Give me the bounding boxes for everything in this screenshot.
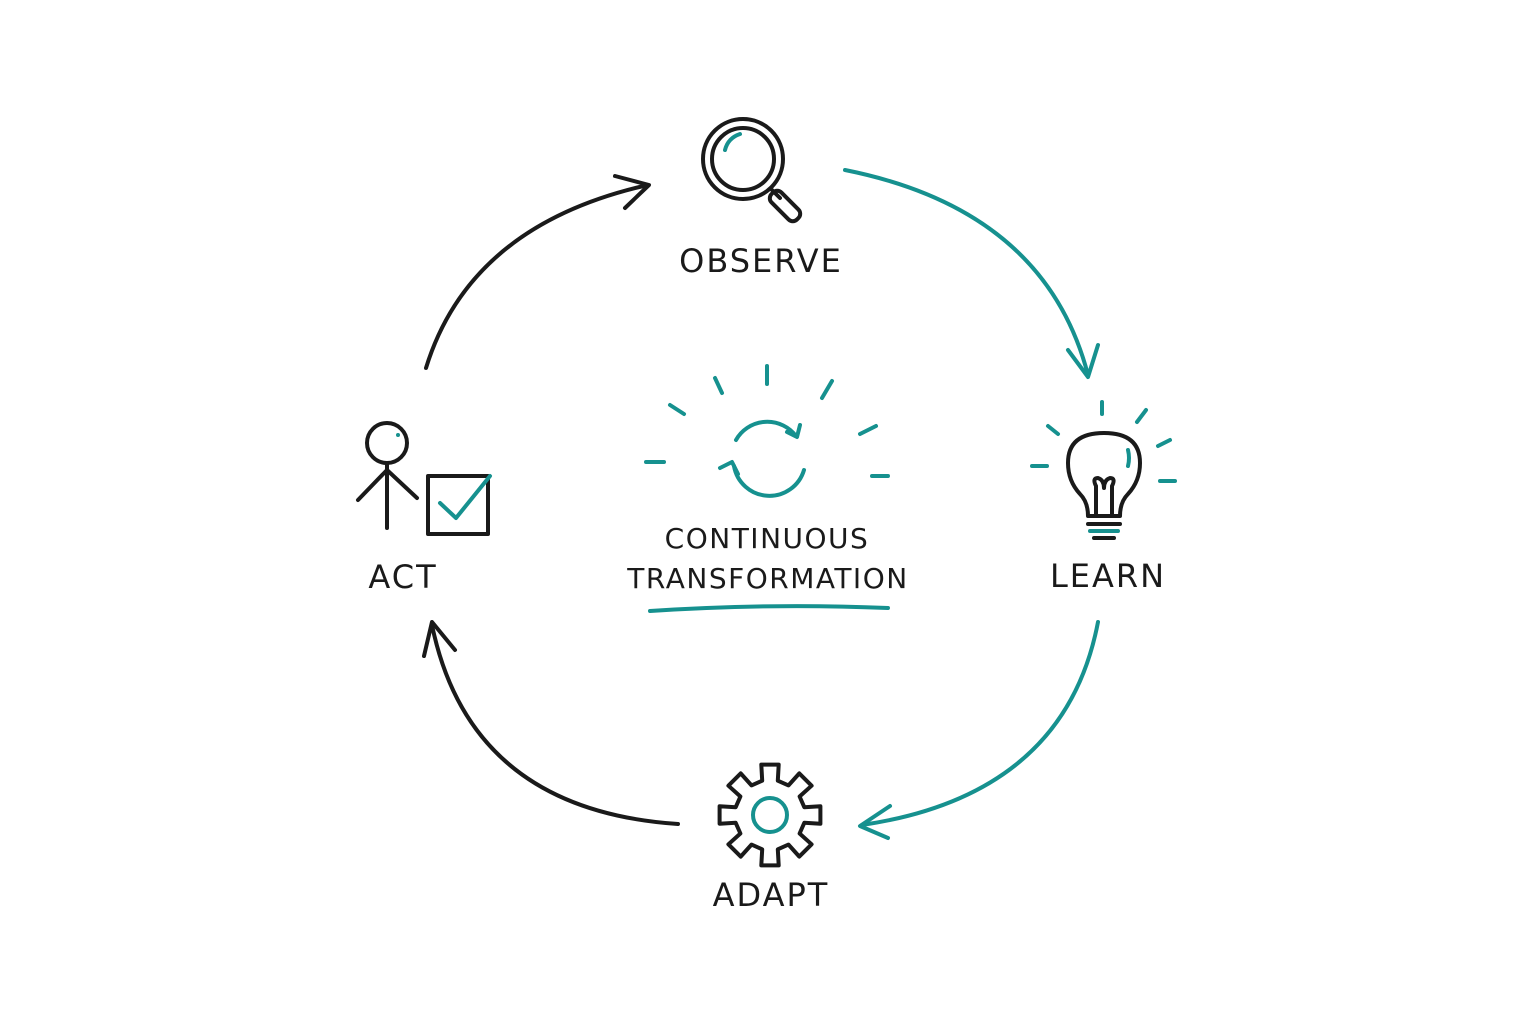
center-title-line2: TRANSFORMATION — [626, 562, 908, 595]
gear-icon — [717, 762, 823, 868]
center-node: CONTINUOUS TRANSFORMATION — [626, 364, 908, 613]
arrow-observe-to-learn — [843, 168, 1100, 379]
act-node: ACT — [356, 421, 492, 596]
arrow-act-to-observe — [424, 174, 651, 370]
arrow-adapt-to-act — [422, 620, 680, 826]
learn-label: LEARN — [1050, 557, 1166, 595]
person-checkbox-icon — [356, 421, 492, 536]
observe-label: OBSERVE — [679, 242, 843, 280]
center-title-line1: CONTINUOUS — [665, 522, 870, 555]
magnifying-glass-icon — [701, 117, 803, 224]
lightbulb-icon — [1030, 400, 1177, 540]
observe-node: OBSERVE — [679, 117, 843, 280]
center-underline — [648, 604, 890, 613]
adapt-label: ADAPT — [713, 876, 830, 914]
adapt-node: ADAPT — [713, 762, 830, 914]
learn-node: LEARN — [1030, 400, 1177, 595]
act-label: ACT — [368, 558, 437, 596]
arrow-learn-to-adapt — [858, 620, 1100, 840]
cycle-arrows-icon — [644, 364, 890, 498]
